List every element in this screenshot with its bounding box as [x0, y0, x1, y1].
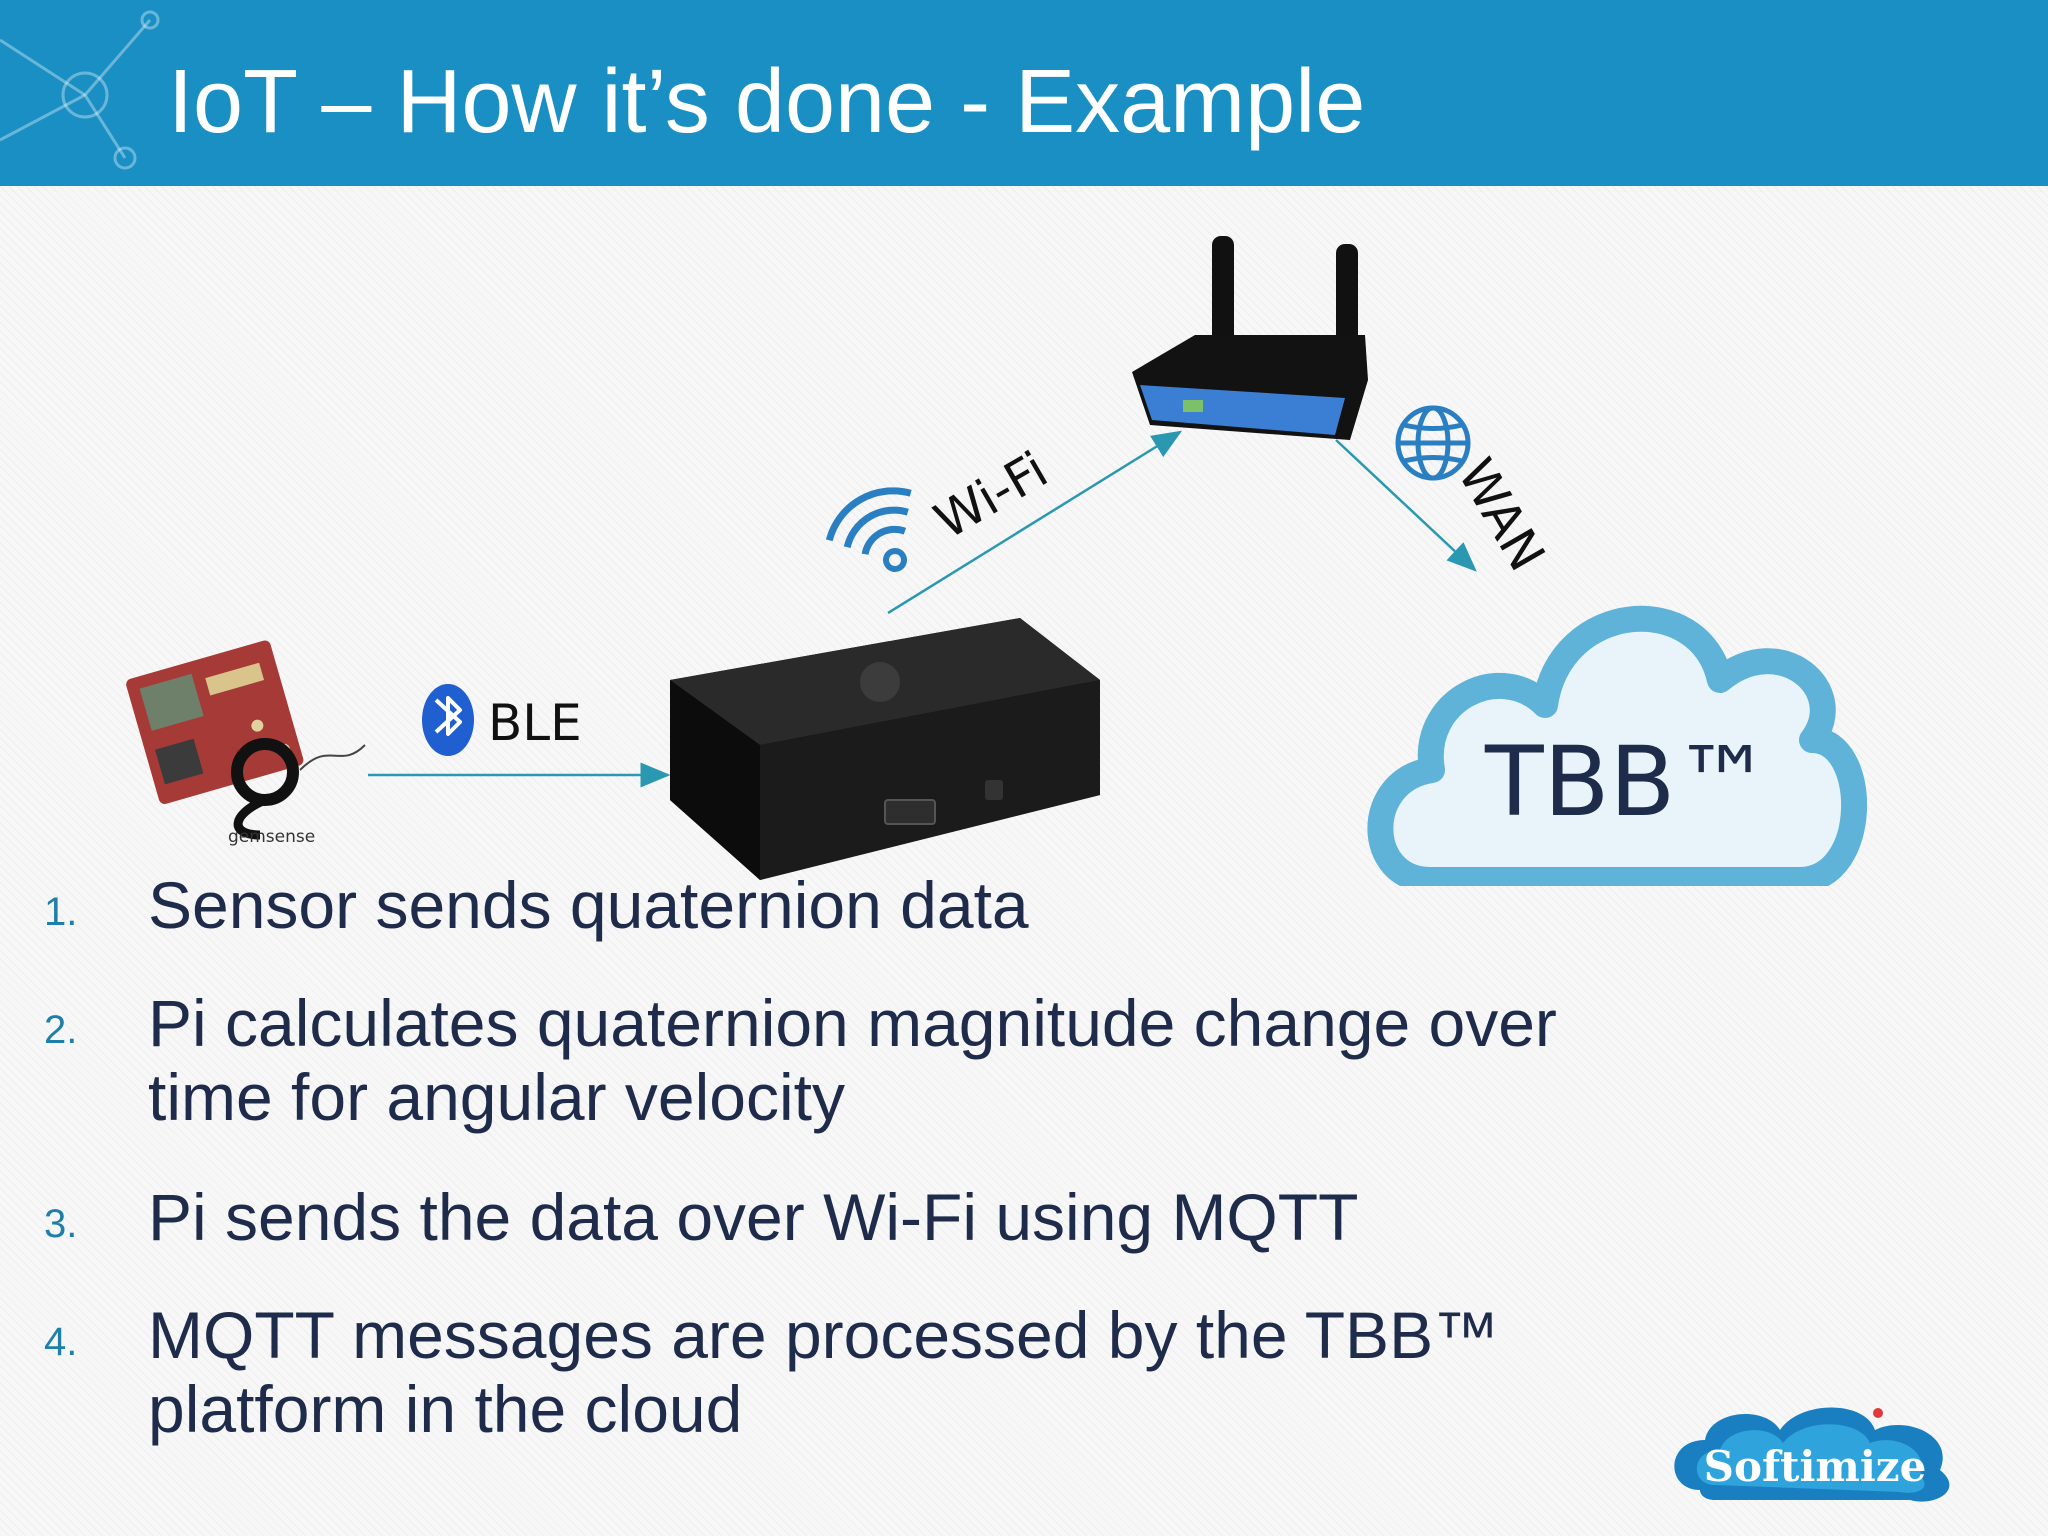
wifi-icon [825, 487, 912, 572]
wan-label: WAN [1447, 449, 1556, 580]
cloud-label: TBB™ [1484, 726, 1771, 838]
ble-label: BLE [488, 694, 582, 752]
title-bar: IoT – How it’s done - Example [0, 0, 2048, 186]
wifi-label: Wi-Fi [925, 441, 1057, 551]
wifi-arrow [887, 430, 1183, 615]
step-number: 1. [44, 890, 78, 934]
sensor-board-icon: gemsense [126, 640, 366, 847]
step-number: 2. [44, 1008, 78, 1052]
step-number: 3. [44, 1202, 78, 1246]
slide-title: IoT – How it’s done - Example [168, 52, 1366, 152]
step-text: MQTT messages are processed by the TBB™ … [148, 1298, 1500, 1446]
raspberry-pi-icon [670, 618, 1100, 880]
step-text: Pi calculates quaternion magnitude chang… [148, 986, 1557, 1134]
step-text: Sensor sends quaternion data [148, 868, 1029, 942]
iot-diagram: gemsense BLE Wi-Fi [126, 236, 1868, 886]
network-decoration-icon [0, 10, 160, 170]
router-icon [1132, 236, 1368, 440]
sensor-brand: gemsense [228, 827, 315, 847]
globe-icon [1395, 405, 1471, 481]
wan-arrow [1335, 439, 1477, 572]
step-text: Pi sends the data over Wi-Fi using MQTT [148, 1180, 1359, 1254]
cloud-icon [1367, 605, 1868, 886]
softimize-logo: Softimize [1674, 1407, 1950, 1502]
bluetooth-icon [422, 684, 474, 756]
step-number: 4. [44, 1320, 78, 1364]
logo-text: Softimize [1704, 1442, 1927, 1491]
